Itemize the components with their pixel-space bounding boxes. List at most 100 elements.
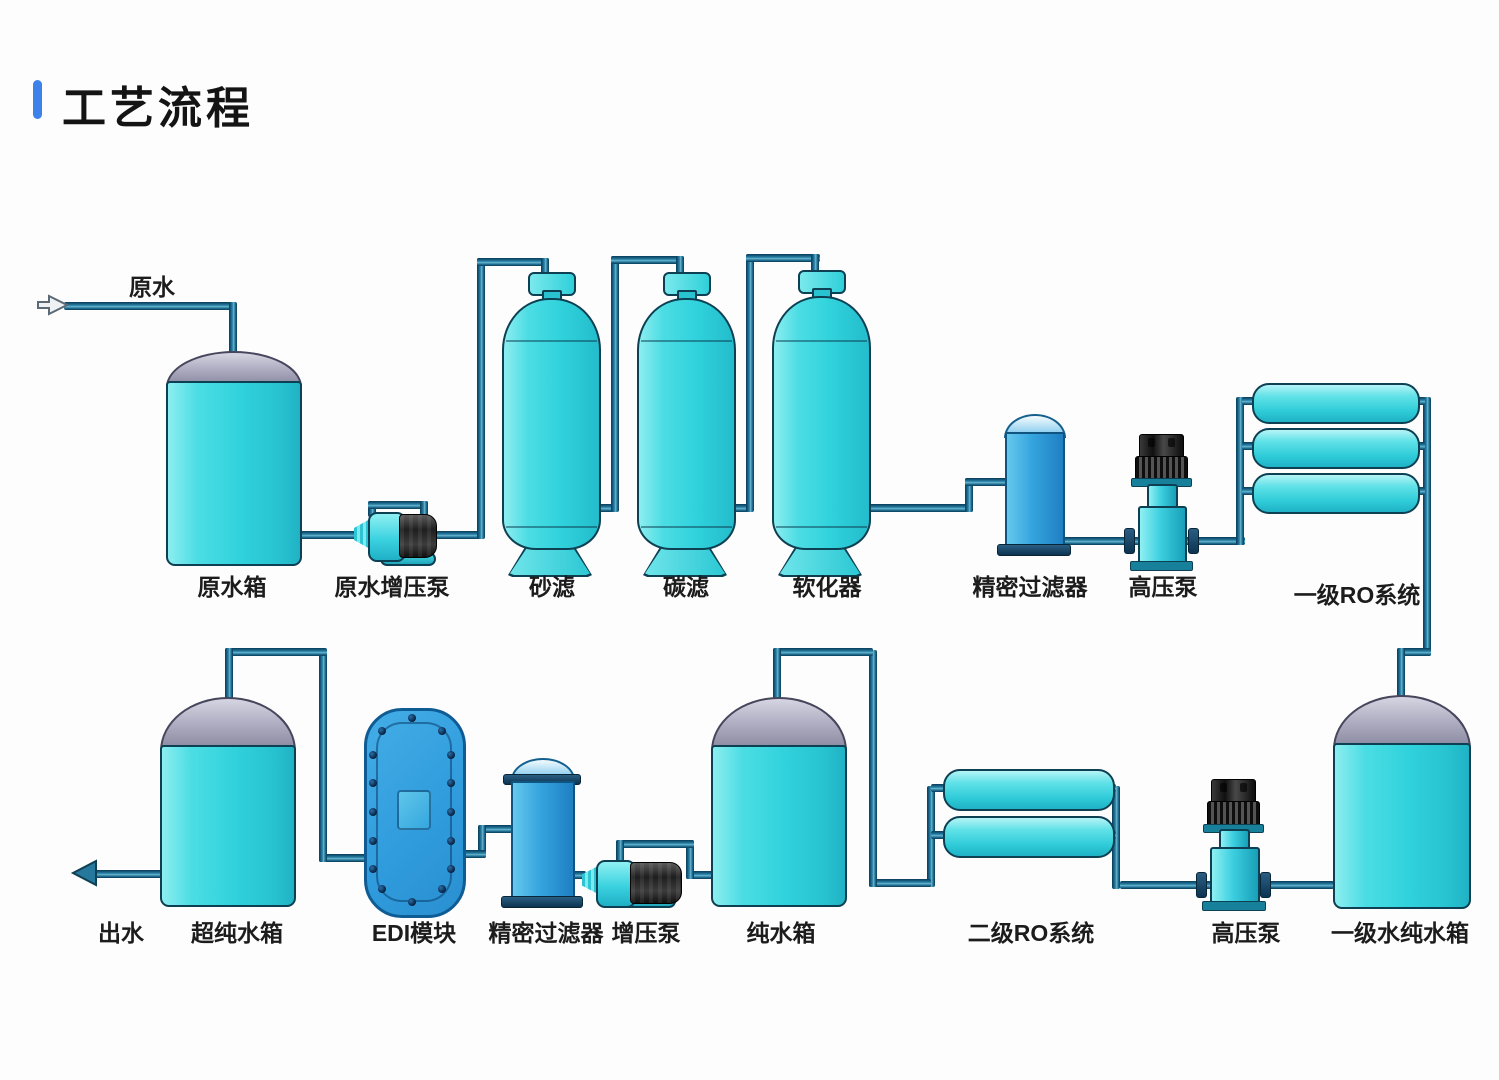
- pipe: [368, 501, 376, 517]
- edi-bolt: [447, 865, 456, 874]
- ro-membrane: [943, 769, 1115, 811]
- pipe: [686, 871, 714, 879]
- filter-base-flange: [997, 544, 1071, 556]
- filter-base-flange: [501, 896, 583, 908]
- pipe: [595, 504, 617, 512]
- edi-bolt: [378, 727, 387, 736]
- pipe: [1397, 648, 1405, 700]
- edi-bolt: [378, 884, 387, 893]
- tank-dome: [711, 697, 847, 751]
- pipe: [420, 531, 481, 539]
- label-high-pressure-pump-1: 高压泵: [1128, 574, 1198, 600]
- pump-base: [1130, 561, 1193, 571]
- vessel-cap: [798, 270, 846, 294]
- pipe: [94, 870, 162, 878]
- pipe: [1397, 648, 1431, 656]
- pipe: [229, 302, 237, 356]
- pipe: [611, 256, 684, 264]
- pipe: [616, 840, 624, 862]
- pump-body: [1138, 506, 1187, 568]
- vessel-body: [637, 298, 736, 550]
- inlet-label: 原水: [129, 274, 175, 300]
- outlet-arrow-icon: [70, 859, 97, 887]
- pipe: [478, 825, 512, 833]
- tank-body: [711, 745, 847, 907]
- tank-dome: [160, 697, 296, 751]
- edi-bolt: [408, 714, 416, 723]
- pipe: [477, 258, 549, 266]
- pipe: [1236, 397, 1244, 545]
- pump-flange: [1188, 528, 1199, 554]
- label-raw-water-booster-pump: 原水增压泵: [334, 574, 450, 600]
- edi-bolts: [364, 708, 460, 912]
- edi-bolt: [437, 727, 446, 736]
- edi-bolt: [447, 779, 456, 788]
- tank-body: [160, 745, 296, 907]
- filter-body: [511, 781, 575, 903]
- pump-motor-ribs: [1207, 801, 1260, 828]
- pipe: [296, 531, 358, 539]
- pipe: [811, 254, 819, 274]
- ro-membrane: [1252, 473, 1420, 514]
- pump-flange: [1124, 528, 1135, 554]
- edi-bolt: [447, 808, 456, 817]
- label-ultrapure-water-tank: 超纯水箱: [191, 920, 283, 946]
- pipe: [611, 256, 619, 512]
- pump-inlet-cone: [354, 519, 370, 549]
- vessel-body: [772, 296, 871, 550]
- outlet-label: 出水: [98, 920, 144, 946]
- label-high-pressure-pump-2: 高压泵: [1211, 920, 1281, 946]
- pipe: [368, 501, 428, 509]
- pipe: [1242, 397, 1256, 405]
- pipe: [869, 650, 877, 887]
- pipe: [319, 650, 327, 862]
- pipe: [773, 648, 873, 656]
- vessel-body: [502, 298, 601, 550]
- pump-motor: [1211, 779, 1256, 805]
- edi-bolt: [368, 779, 377, 788]
- label-precision-filter-1: 精密过滤器: [972, 574, 1088, 600]
- pipe: [865, 504, 973, 512]
- edi-bolt: [447, 836, 456, 845]
- label-softener: 软化器: [792, 574, 862, 600]
- edi-bolt: [368, 750, 377, 759]
- pipe: [64, 302, 236, 310]
- label-stage1-pure-water-tank: 一级水纯水箱: [1331, 920, 1469, 946]
- pipe: [1112, 786, 1120, 889]
- pipe: [1242, 487, 1256, 495]
- filter-body: [1005, 432, 1065, 550]
- pipe: [746, 254, 820, 262]
- pipe: [225, 648, 233, 702]
- tank-dome: [1333, 695, 1471, 749]
- edi-bolt: [368, 836, 377, 845]
- pipe: [730, 504, 752, 512]
- edi-bolt: [368, 865, 377, 874]
- pipe: [1242, 442, 1256, 450]
- label-ro-system-1: 一级RO系统: [1293, 582, 1421, 608]
- pipe: [477, 258, 485, 539]
- label-sand-filter: 砂滤: [529, 574, 575, 600]
- edi-bolt: [437, 884, 446, 893]
- pipe: [965, 478, 973, 512]
- pipe: [931, 784, 945, 792]
- tank-body: [1333, 743, 1471, 909]
- pipe: [478, 825, 486, 858]
- ro-membrane: [1252, 428, 1420, 469]
- inlet-arrow-icon: [37, 294, 70, 316]
- pipe: [225, 648, 327, 656]
- pipe: [1423, 397, 1431, 656]
- pipe: [319, 854, 366, 862]
- label-pure-water-tank: 纯水箱: [746, 920, 816, 946]
- pump-motor: [630, 862, 682, 904]
- ro-membrane: [943, 816, 1115, 858]
- pipe: [965, 478, 1008, 486]
- pipe: [616, 840, 694, 848]
- label-carbon-filter: 碳滤: [663, 574, 709, 600]
- edi-center-plate: [397, 790, 431, 830]
- pump-base: [1202, 901, 1266, 911]
- pipe: [773, 648, 781, 702]
- pipe: [676, 256, 684, 276]
- label-precision-filter-2: 精密过滤器: [488, 920, 604, 946]
- label-ro-system-2: 二级RO系统: [967, 920, 1095, 946]
